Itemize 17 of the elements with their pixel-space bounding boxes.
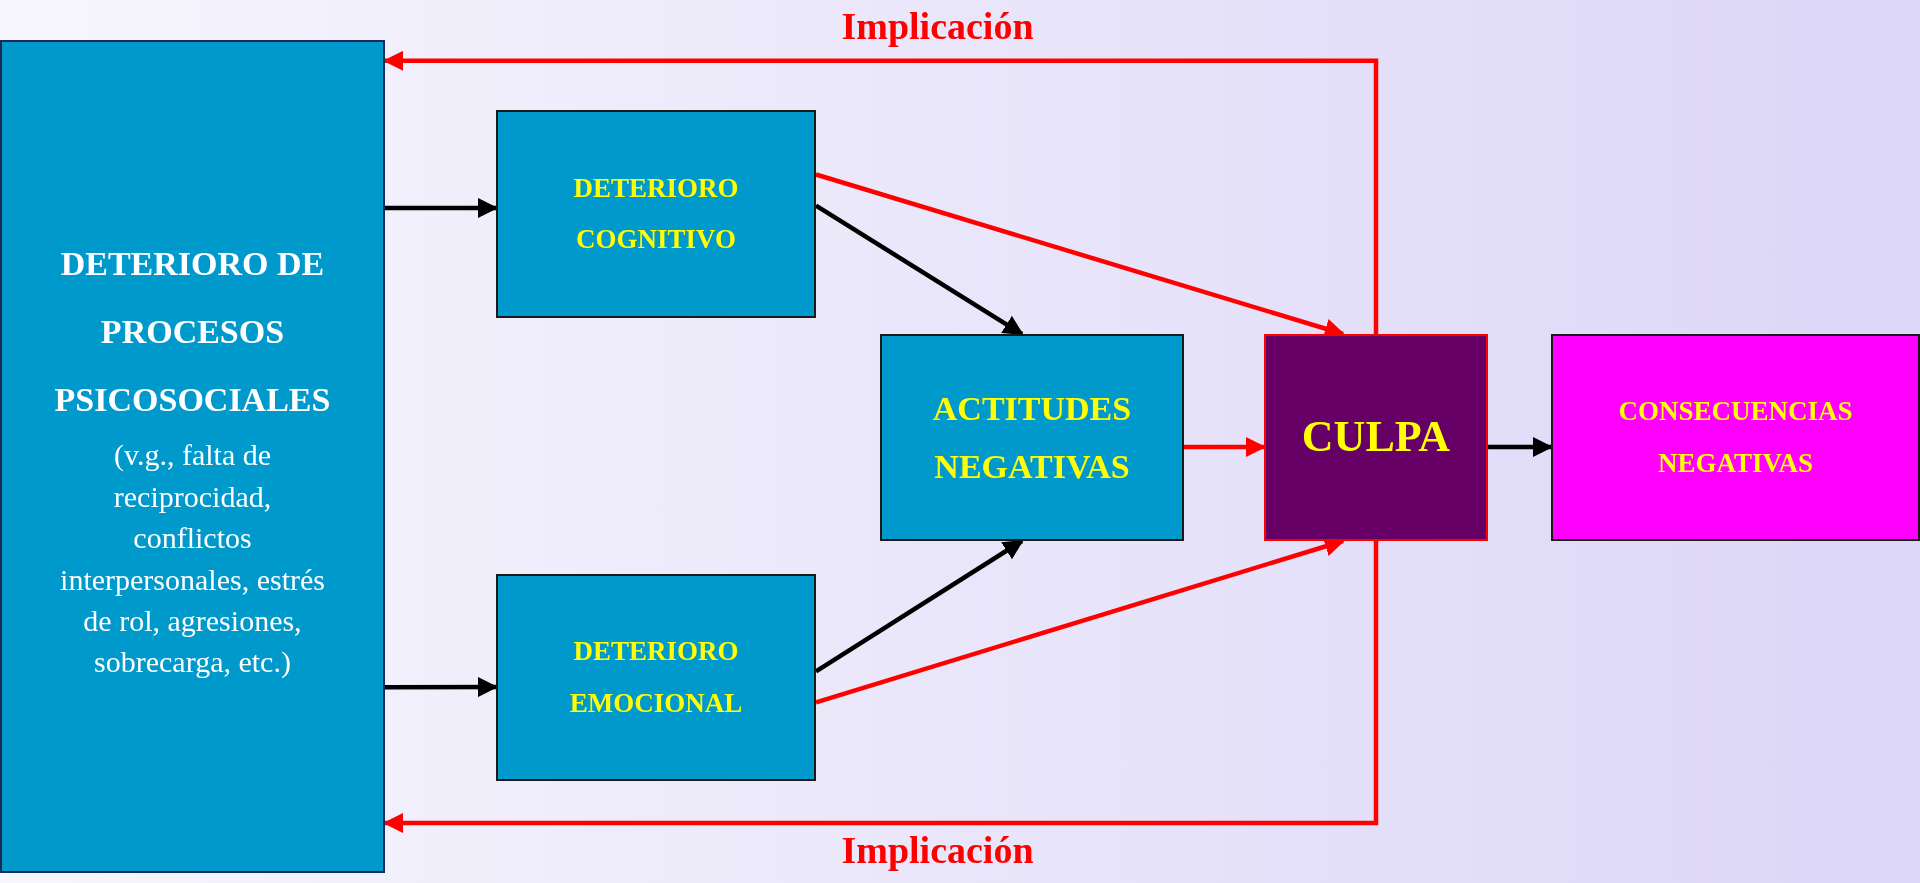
process-box: [1264, 334, 1488, 541]
process-box: [496, 110, 816, 318]
box-text: CONSECUENCIAS NEGATIVAS: [1617, 395, 1854, 480]
edge-label: Implicación: [841, 830, 1034, 872]
arrow: [385, 197, 498, 219]
process-box: [880, 334, 1184, 541]
box-text: DETERIORO EMOCIONAL: [568, 635, 744, 720]
process-box: [0, 40, 385, 873]
edge-label: Implicación: [841, 5, 1034, 48]
box-text: DETERIORO COGNITIVO: [572, 171, 740, 256]
box-text: ACTITUDES NEGATIVAS: [931, 388, 1133, 487]
arrow: [385, 676, 498, 698]
process-box: [496, 574, 816, 781]
box-text: (v.g., falta de reciprocidad, conflictos interpersonales, estrés de rol, agresiones, sobrecarga, etc.): [59, 437, 326, 681]
box-heading: DETERIORO DE PROCESOS PSICOSOCIALES: [54, 244, 331, 421]
box-text: CULPA: [1301, 411, 1451, 464]
process-box: [1551, 334, 1920, 541]
